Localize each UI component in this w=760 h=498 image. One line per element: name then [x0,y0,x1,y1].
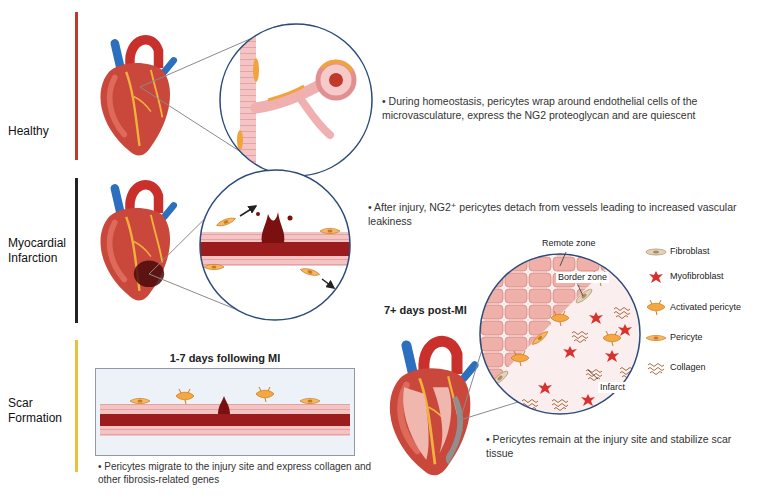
row-label: Myocardial Infarction [8,236,72,266]
legend-label: Myofibroblast [670,271,724,282]
time-box: 1-7 days following MI [95,368,355,456]
description-text: • During homeostasis, pericytes wrap aro… [382,94,754,122]
row-label: Scar Formation [8,396,72,426]
legend-label: Fibroblast [670,246,710,257]
description-text: • Pericytes migrate to the injury site a… [98,460,373,486]
legend-label: Collagen [670,362,706,373]
legend-label: Activated pericyte [670,302,741,313]
zone-label: Remote zone [540,238,598,249]
box-heading: 1-7 days following MI [96,352,354,365]
zone-label: Border zone [556,272,609,283]
description-text: • Pericytes remain at the injury site an… [486,432,754,460]
stage-heading: 7+ days post-MI [384,304,467,317]
row-label: Healthy [8,124,72,139]
description-text: • After injury, NG2⁺ pericytes detach fr… [368,200,754,228]
zone-label: Infarct [598,382,627,393]
legend-label: Pericyte [670,332,703,343]
